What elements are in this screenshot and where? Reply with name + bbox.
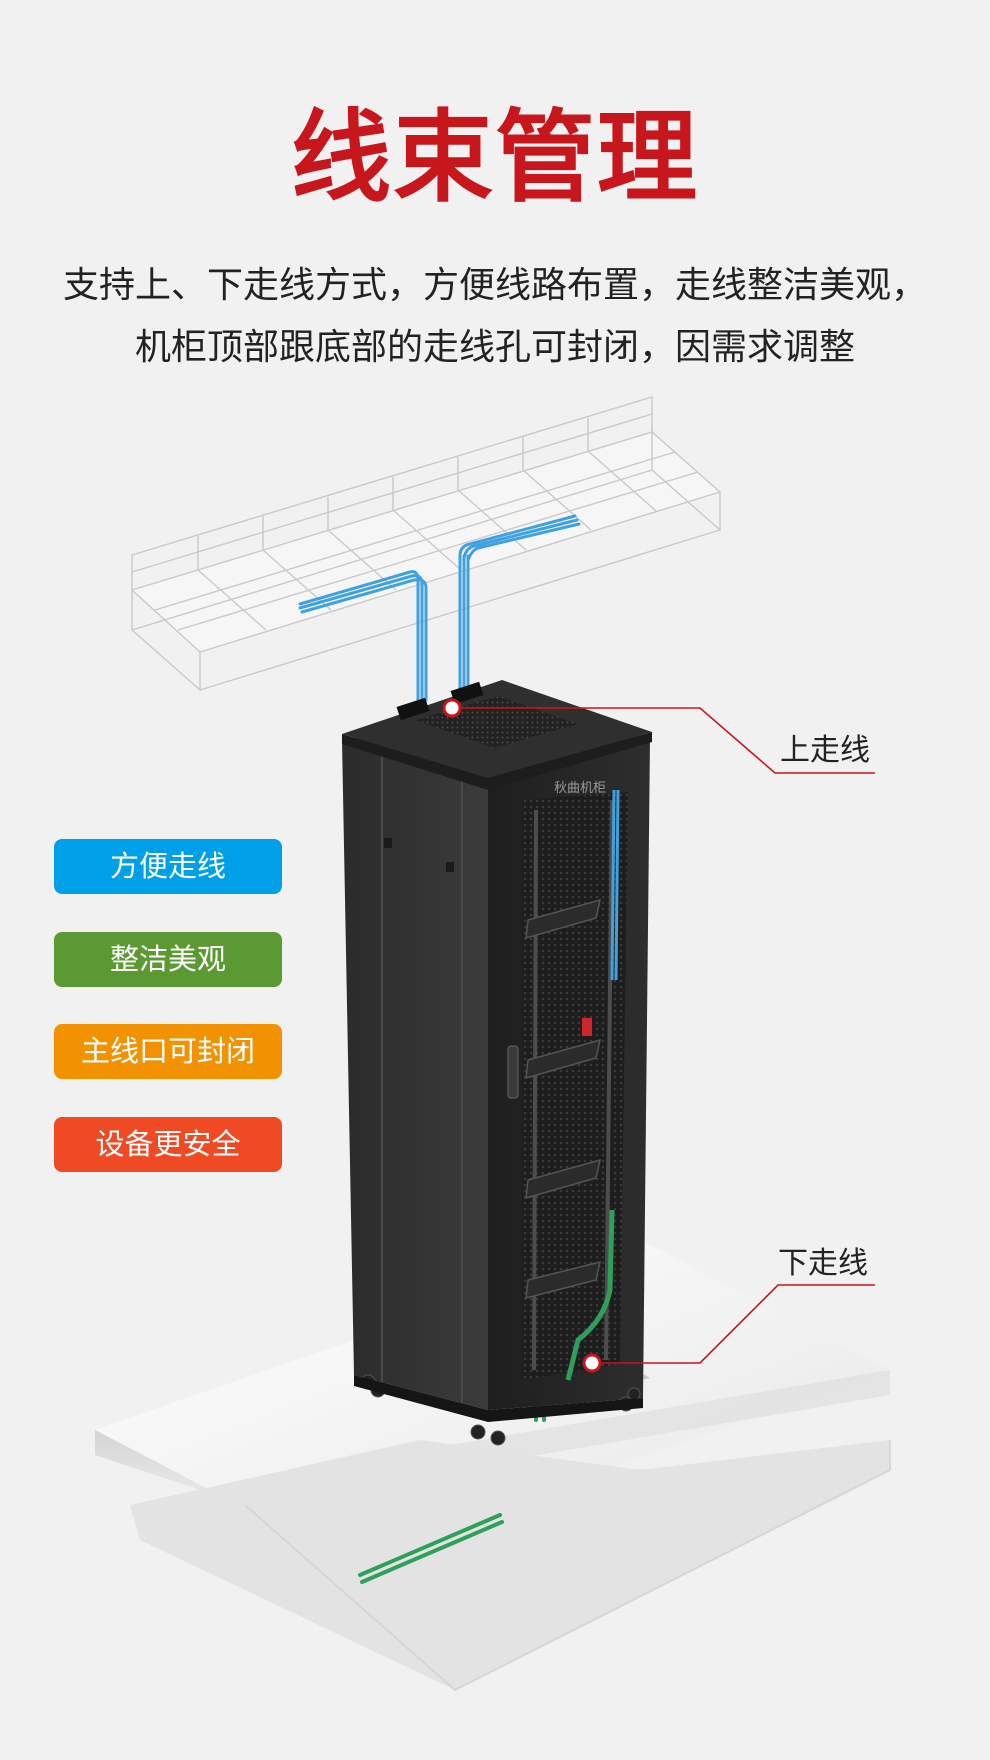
- feature-badge-label: 整洁美观: [109, 942, 226, 976]
- feature-badge-label: 主线口可封闭: [80, 1034, 255, 1068]
- cabinet: 秋曲机柜: [342, 680, 652, 1446]
- feature-badge-safer: 设备更安全: [54, 1117, 282, 1172]
- page-title: 线束管理: [291, 99, 699, 216]
- callout-markers: [442, 698, 602, 1373]
- feature-badge-label: 设备更安全: [95, 1127, 241, 1161]
- description-line-2: 机柜顶部跟底部的走线孔可封闭，因需求调整: [134, 327, 855, 368]
- feature-badge-sealable: 主线口可封闭: [54, 1024, 282, 1079]
- feature-badge-label: 方便走线: [109, 849, 226, 883]
- feature-badge-tidy: 整洁美观: [54, 932, 282, 987]
- cabinet-brand: 秋曲机柜: [554, 781, 606, 796]
- feature-badge-easy-routing: 方便走线: [54, 839, 282, 894]
- description-line-1: 支持上、下走线方式，方便线路布置，走线整洁美观，: [62, 265, 927, 306]
- callout-bottom-label: 下走线: [778, 1246, 868, 1281]
- callout-top-label: 上走线: [780, 733, 870, 768]
- top-cables: [298, 514, 581, 702]
- callout-lines: [452, 707, 875, 1364]
- description: 支持上、下走线方式，方便线路布置，走线整洁美观， 机柜顶部跟底部的走线孔可封闭，…: [0, 255, 990, 379]
